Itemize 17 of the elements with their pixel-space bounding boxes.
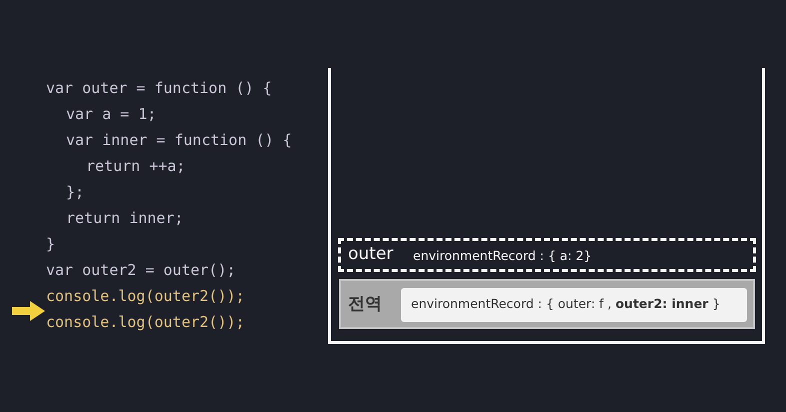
context-frame bbox=[339, 279, 755, 329]
code-line: console.log(outer2()); bbox=[46, 313, 245, 331]
code-line: var inner = function () { bbox=[66, 131, 292, 149]
code-line: return ++a; bbox=[86, 157, 186, 175]
environment-record: environmentRecord : { outer: f , outer2: inner } bbox=[401, 288, 747, 322]
code-line: } bbox=[46, 235, 56, 253]
code-line: }; bbox=[66, 183, 84, 201]
code-line: return inner; bbox=[66, 209, 184, 227]
code-line: var a = 1; bbox=[66, 105, 156, 123]
frame-title: 전역 bbox=[348, 293, 382, 315]
code-line: var outer2 = outer(); bbox=[46, 261, 236, 279]
call-stack-box bbox=[328, 68, 765, 344]
code-line: console.log(outer2()); bbox=[46, 287, 245, 305]
environment-record: environmentRecord : { a: 2} bbox=[413, 248, 592, 263]
context-frame bbox=[338, 238, 756, 272]
code-line: var outer = function () { bbox=[46, 79, 272, 97]
frame-title: outer bbox=[348, 244, 394, 264]
